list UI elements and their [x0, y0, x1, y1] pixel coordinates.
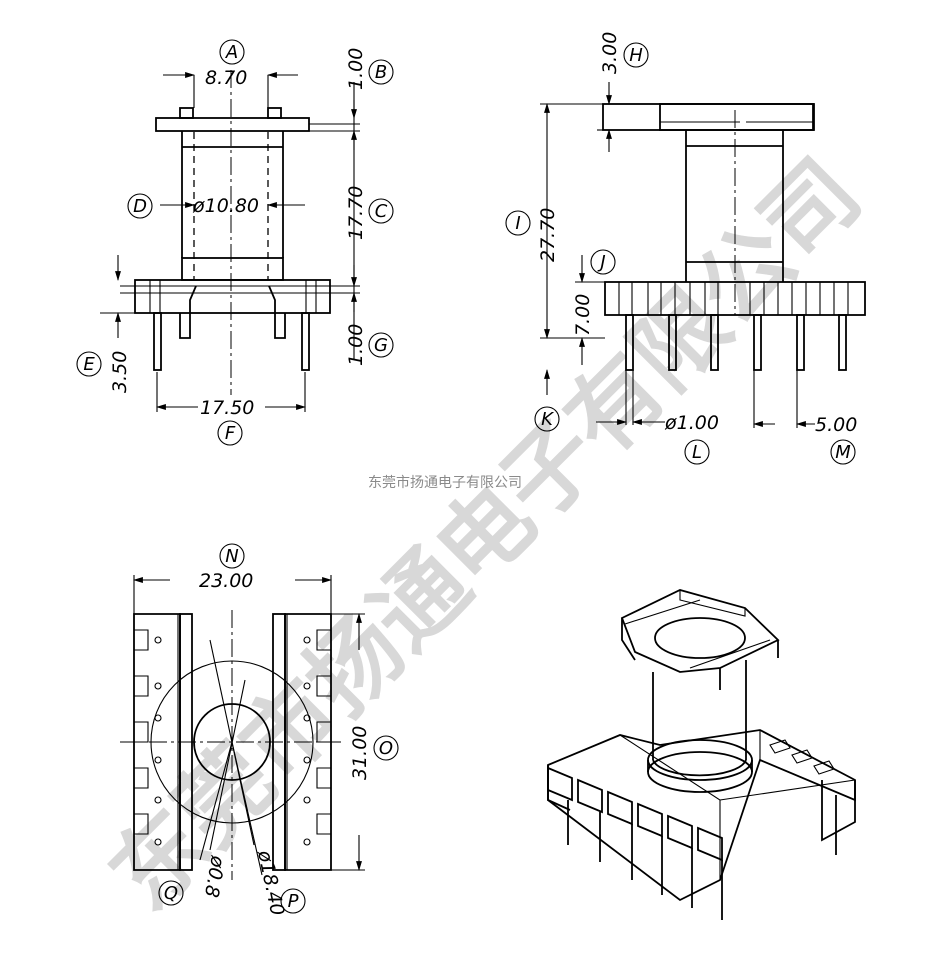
front-view [100, 70, 360, 412]
dim-m: 5.00 [815, 414, 857, 436]
iso-view [547, 589, 856, 920]
marker-c: C [368, 198, 394, 224]
svg-text:G: G [374, 335, 388, 356]
marker-d: D [127, 193, 153, 219]
marker-m: M [830, 439, 856, 465]
dim-j: 7.00 [572, 294, 594, 336]
dim-o: 31.00 [349, 726, 371, 780]
svg-text:J: J [597, 252, 605, 273]
dim-a: 8.70 [205, 67, 247, 89]
dim-e: 3.50 [109, 351, 131, 393]
marker-i: I [505, 210, 531, 236]
dim-b: 1.00 [345, 48, 367, 90]
side-view [540, 82, 866, 428]
svg-text:D: D [133, 196, 147, 217]
dim-l: ø1.00 [664, 412, 719, 434]
svg-text:A: A [225, 42, 238, 63]
dim-n: 23.00 [199, 570, 253, 592]
dim-c: 17.70 [345, 186, 367, 240]
svg-text:F: F [225, 423, 236, 444]
marker-h: H [623, 42, 649, 68]
dim-g: 1.00 [345, 324, 367, 366]
svg-text:L: L [692, 442, 702, 463]
marker-f: F [217, 420, 243, 446]
svg-text:I: I [515, 213, 520, 234]
marker-a: A [219, 39, 245, 65]
svg-text:M: M [835, 442, 851, 463]
svg-text:Q: Q [164, 883, 178, 904]
svg-text:O: O [379, 738, 393, 759]
marker-p: P [280, 888, 306, 914]
svg-text:P: P [288, 891, 299, 912]
svg-text:H: H [629, 45, 643, 66]
svg-text:K: K [541, 409, 554, 430]
dim-h: 3.00 [599, 32, 621, 74]
marker-b: B [368, 59, 394, 85]
marker-n: N [219, 543, 245, 569]
dim-f: 17.50 [200, 397, 254, 419]
caption: 东莞市扬通电子有限公司 [368, 474, 522, 491]
top-view [120, 575, 365, 880]
svg-text:C: C [375, 201, 388, 222]
svg-text:N: N [225, 546, 238, 567]
dim-d: ø10.80 [192, 195, 259, 217]
dim-i: 27.70 [537, 208, 559, 262]
marker-g: G [368, 332, 394, 358]
svg-text:E: E [83, 354, 95, 375]
marker-l: L [684, 439, 710, 465]
marker-q: Q [158, 880, 184, 906]
marker-j: J [590, 249, 616, 275]
svg-text:B: B [375, 62, 387, 83]
marker-k: K [534, 406, 560, 432]
marker-o: O [373, 735, 399, 761]
marker-e: E [76, 351, 102, 377]
